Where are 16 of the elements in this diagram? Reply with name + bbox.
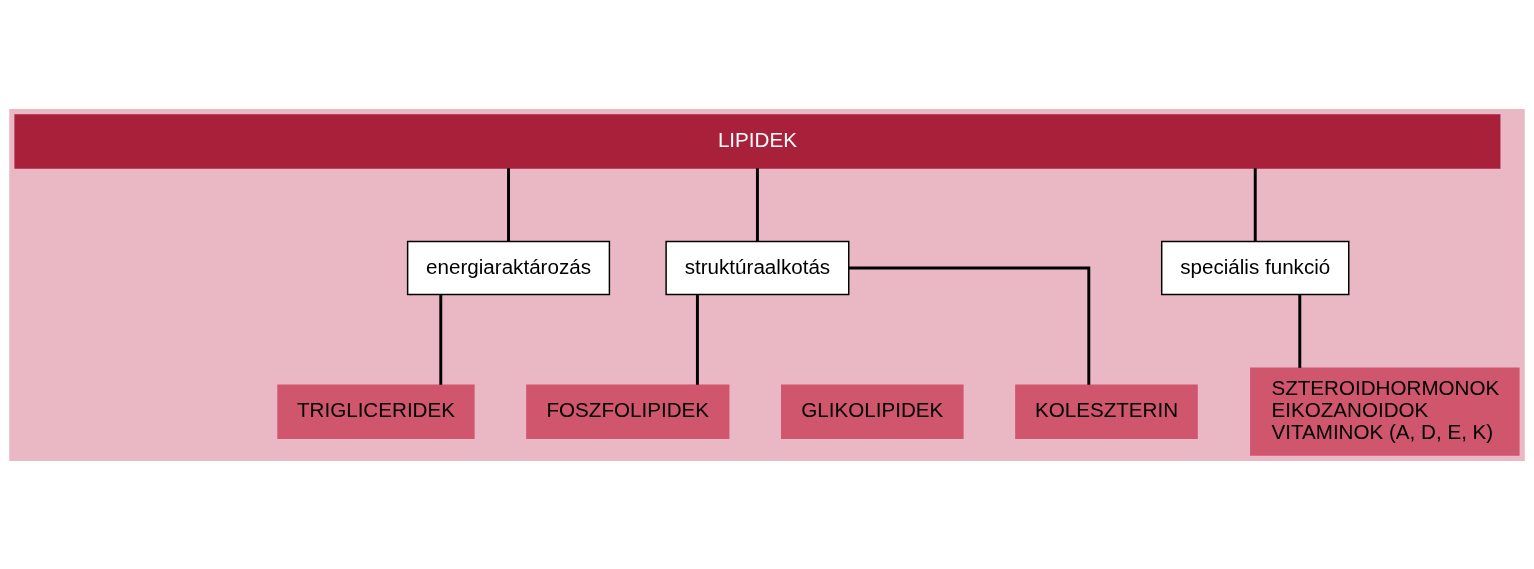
node-box: FOSZFOLIPIDEK bbox=[526, 383, 730, 439]
connector bbox=[507, 167, 510, 241]
node-box: energiaraktározás bbox=[406, 240, 611, 295]
connector bbox=[1253, 167, 1257, 241]
node-box: KOLESZTERIN bbox=[1015, 383, 1198, 439]
connector bbox=[755, 167, 759, 241]
connector bbox=[695, 294, 699, 385]
node-box: GLIKOLIPIDEK bbox=[781, 383, 964, 439]
node-box: struktúraalkotás bbox=[665, 240, 850, 295]
connector bbox=[439, 294, 443, 385]
connector bbox=[1298, 294, 1302, 368]
node-box: SZTEROIDHORMONOK EIKOZANOIDOK VITAMINOK (A, D, E, K) bbox=[1250, 366, 1520, 456]
node-box: speciális funkció bbox=[1160, 240, 1350, 295]
node-box: LIPIDEK bbox=[14, 113, 1501, 169]
connector bbox=[848, 266, 1091, 385]
node-box: TRIGLICERIDEK bbox=[277, 383, 475, 439]
